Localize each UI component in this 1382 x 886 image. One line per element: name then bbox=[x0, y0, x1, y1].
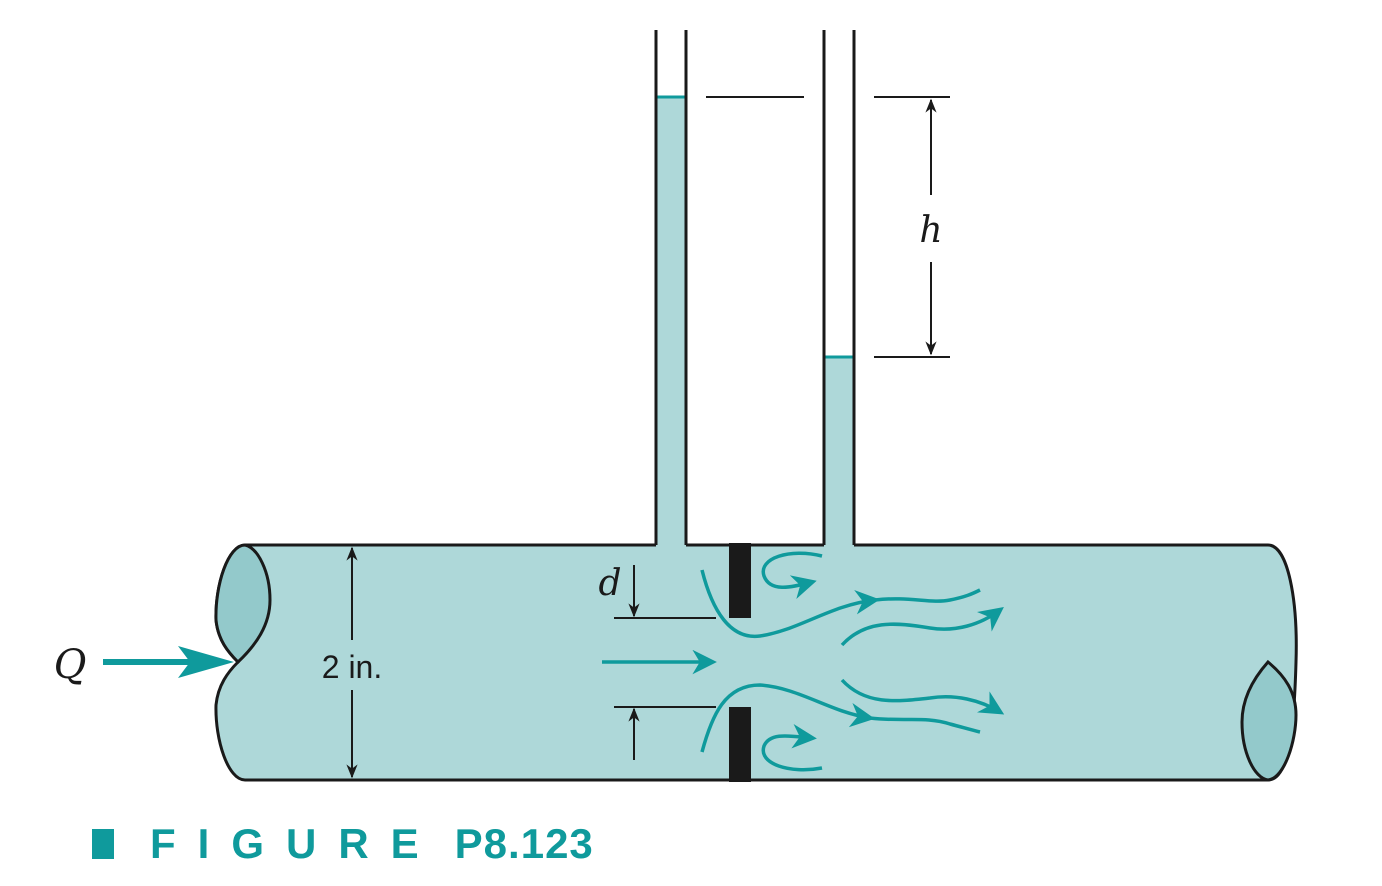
head-dimension: h bbox=[706, 96, 950, 358]
lower-jet-tail bbox=[869, 716, 981, 734]
head-label: h bbox=[919, 210, 942, 251]
lower-jet-curve bbox=[700, 683, 875, 753]
manometer-tube-downstream bbox=[822, 30, 856, 547]
orifice-plate-top bbox=[729, 543, 751, 618]
pipe-diameter-label: 2 in. bbox=[322, 649, 382, 685]
lower-wake-line bbox=[840, 678, 1005, 715]
caption-square-icon bbox=[92, 829, 114, 859]
pipe-diameter-dimension: 2 in. bbox=[322, 546, 382, 779]
upper-jet-tail bbox=[874, 588, 981, 603]
pipe bbox=[214, 543, 1298, 782]
flow-arrowhead bbox=[178, 646, 234, 678]
streamlines bbox=[602, 551, 1005, 772]
pipe-right-end bbox=[1240, 659, 1298, 782]
caption-number: P8.123 bbox=[454, 820, 594, 867]
lower-eddy bbox=[761, 724, 823, 772]
caption-word: FIGURE bbox=[150, 820, 441, 867]
manometer-tube-upstream bbox=[654, 30, 688, 547]
figure-caption: FIGURE P8.123 bbox=[92, 814, 594, 874]
orifice-plate bbox=[729, 543, 751, 782]
orifice-diameter-dimension: d bbox=[598, 563, 716, 760]
orifice-diameter-label: d bbox=[598, 563, 621, 604]
pipe-left-end bbox=[214, 543, 272, 665]
upper-wake-line bbox=[840, 607, 1004, 647]
upper-jet-curve bbox=[700, 569, 880, 639]
flow-label: Q bbox=[54, 642, 87, 688]
upper-eddy bbox=[761, 551, 823, 599]
flow-inlet: Q bbox=[54, 642, 234, 688]
orifice-plate-bottom bbox=[729, 707, 751, 782]
